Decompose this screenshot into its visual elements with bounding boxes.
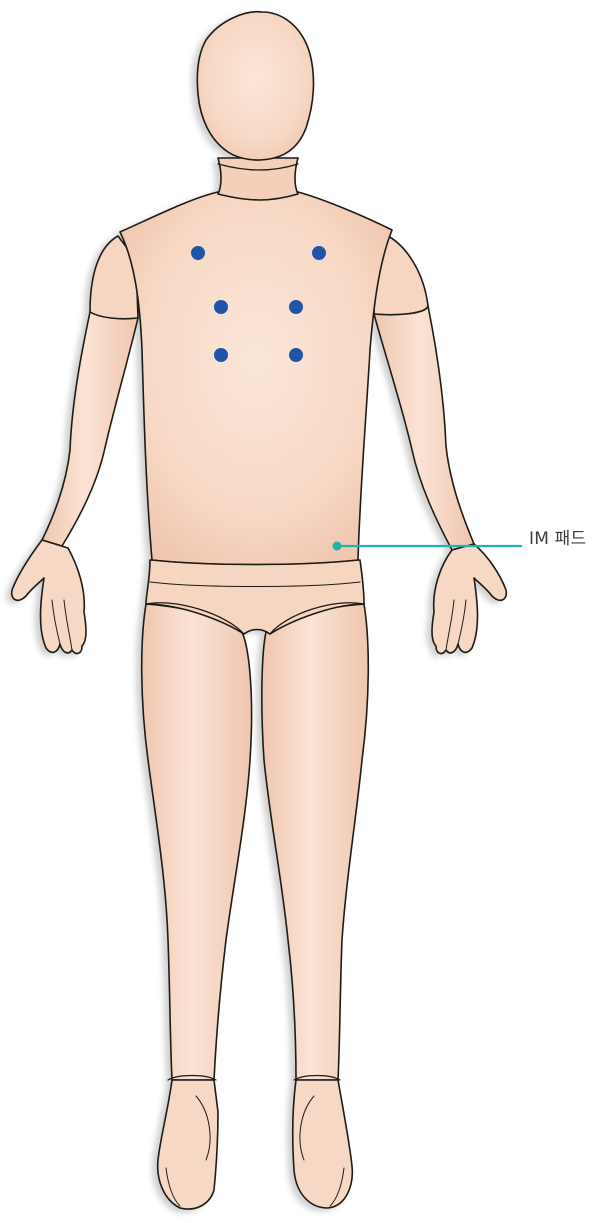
neck <box>218 158 298 200</box>
marker-dot <box>312 246 326 260</box>
marker-dot <box>289 348 303 362</box>
marker-dot <box>191 246 205 260</box>
head <box>197 12 313 160</box>
left-arm <box>12 236 138 653</box>
right-leg <box>262 604 368 1208</box>
torso <box>120 192 392 565</box>
callout-anchor-dot <box>333 542 342 551</box>
marker-dot <box>289 300 303 314</box>
right-arm <box>374 236 506 653</box>
left-leg <box>142 604 252 1209</box>
im-pad-label: IM 패드 <box>529 528 586 550</box>
marker-dot <box>214 348 228 362</box>
im-pad-callout <box>333 542 523 551</box>
marker-dot <box>214 300 228 314</box>
